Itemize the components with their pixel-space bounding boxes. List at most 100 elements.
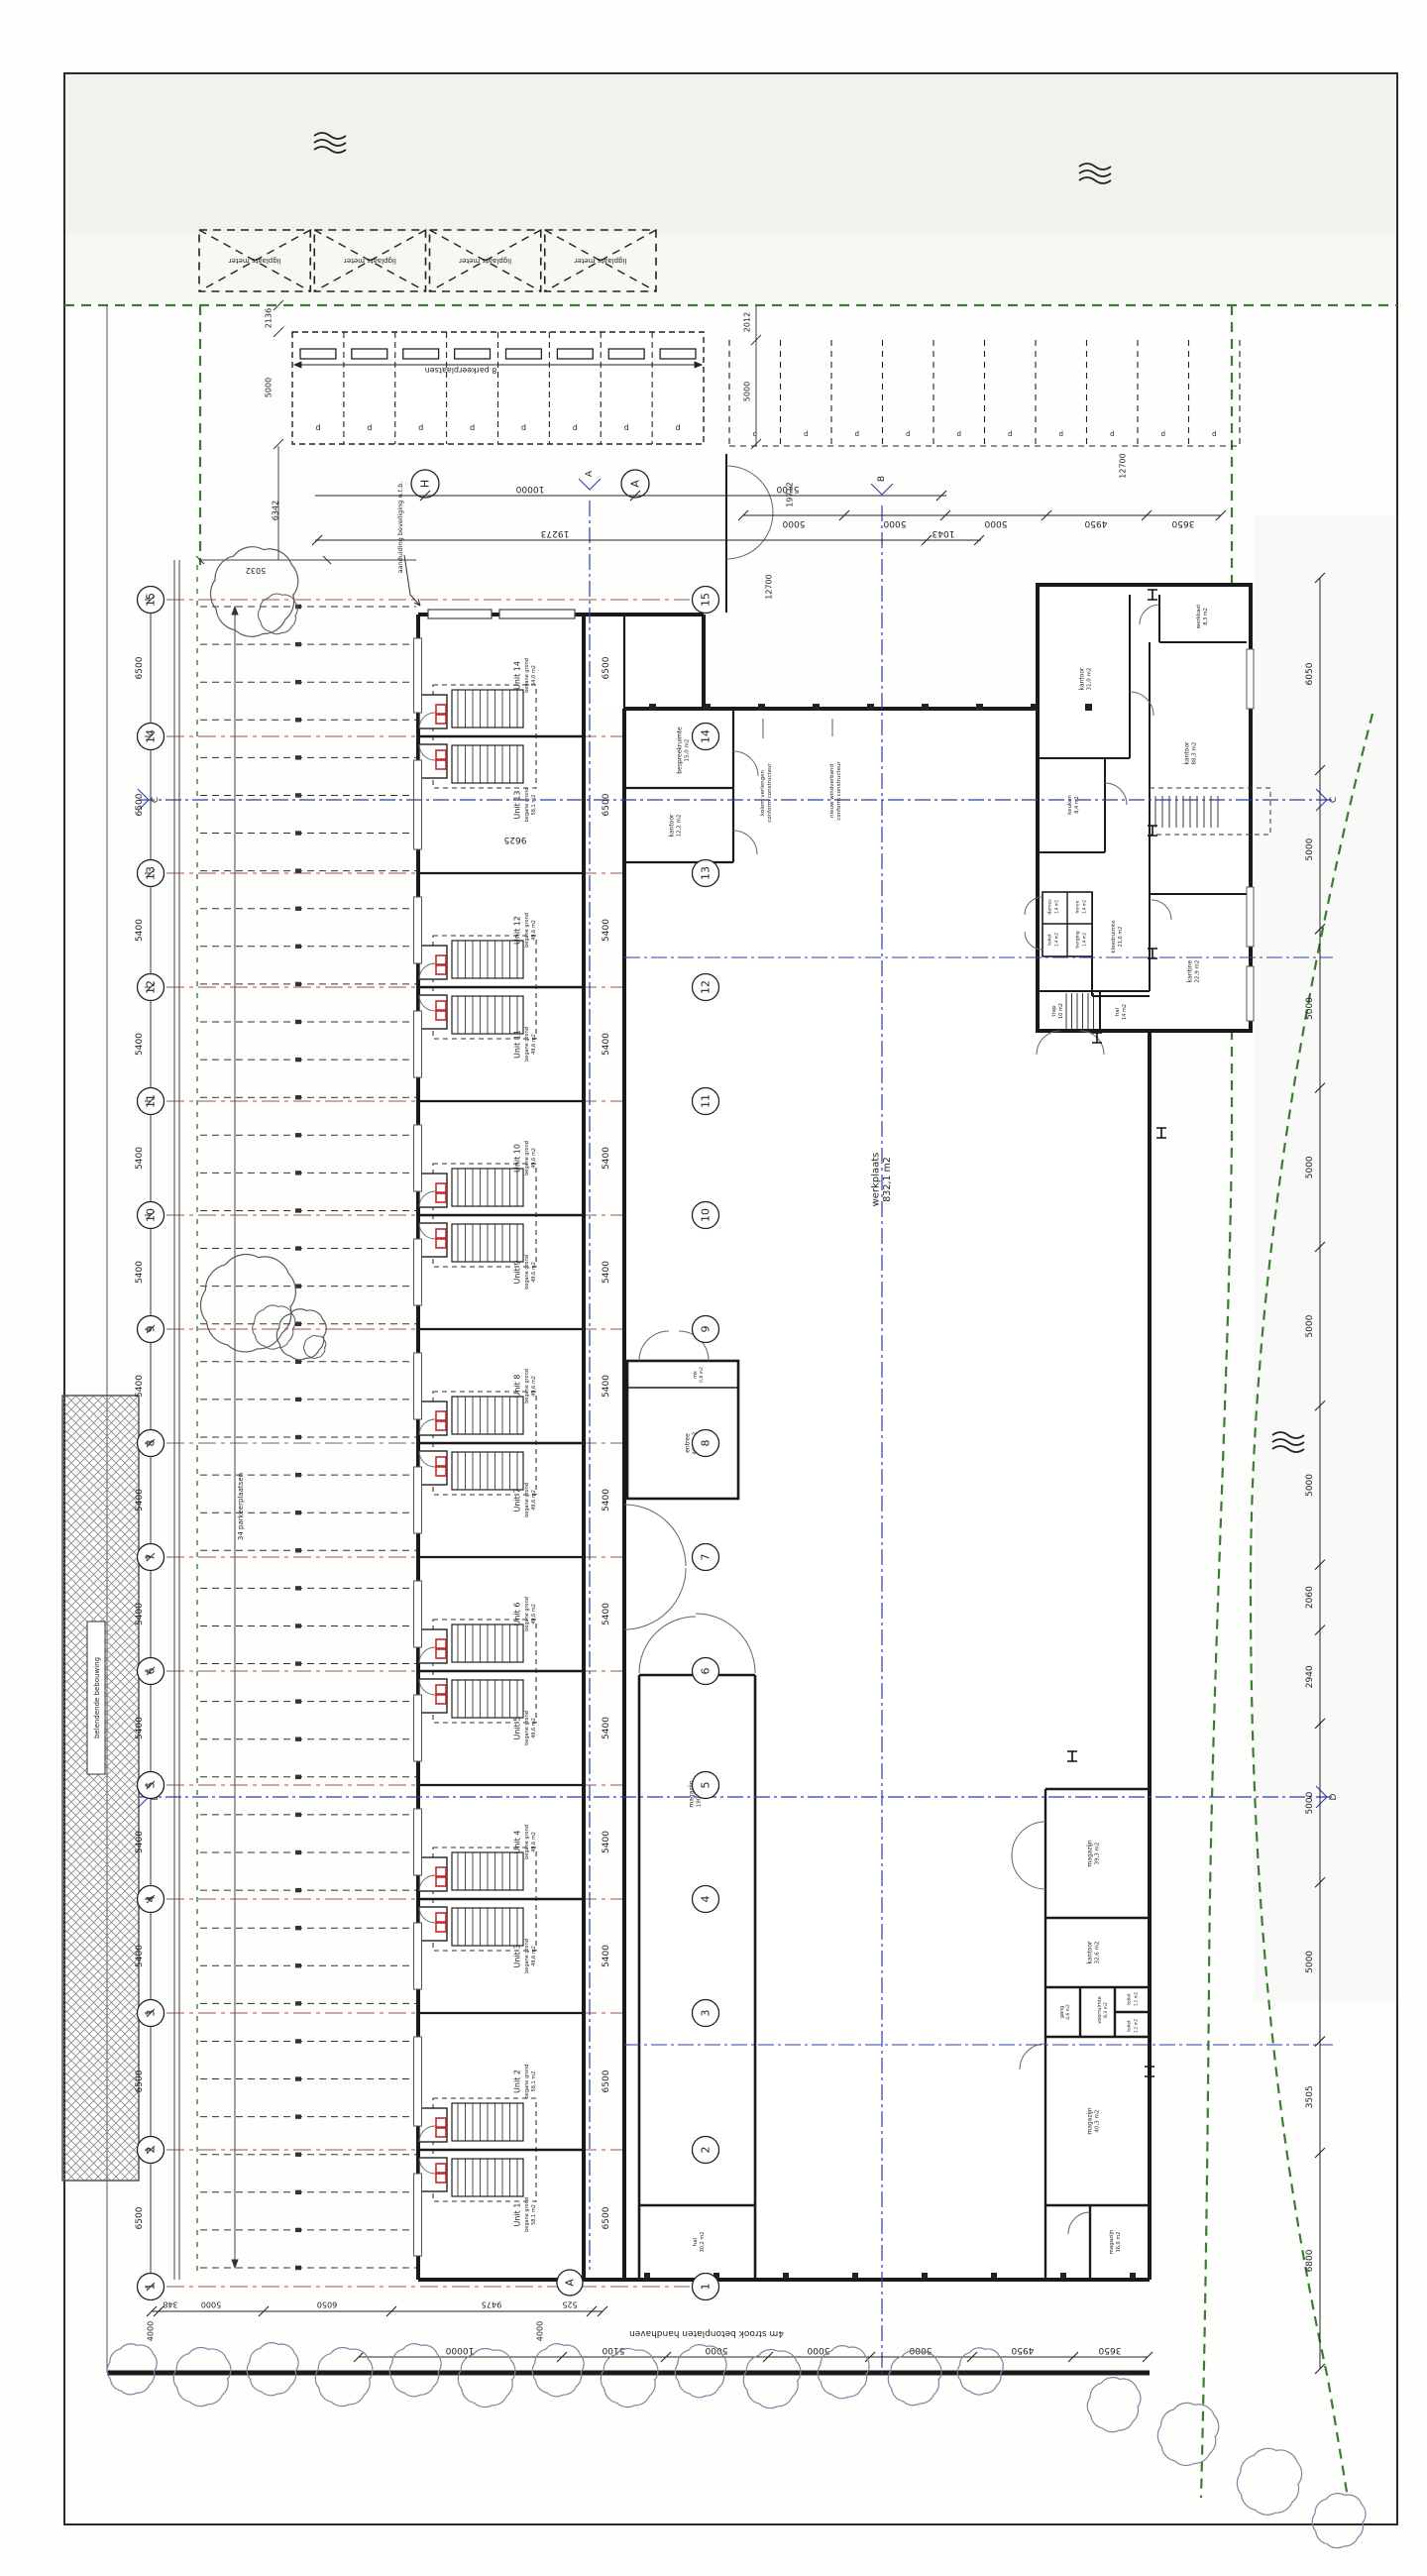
- section-marker: [137, 788, 150, 812]
- unit-area: 49,6 m2: [531, 1148, 537, 1169]
- stall-p: p: [752, 430, 757, 438]
- grid-tick: [145, 1666, 156, 1676]
- wheel-stop: [295, 1434, 301, 1440]
- label-aanduiding: aanduiding beveiliging n.t.b.: [396, 481, 404, 573]
- grid-bubble-mid-6: [691, 1656, 720, 1686]
- wheel-stop: [295, 868, 301, 873]
- dim-tick: [1215, 509, 1227, 521]
- dim-vertical: 2136: [265, 308, 274, 328]
- wheel-stop: [295, 1548, 301, 1553]
- unit-name: Unit 3: [513, 1945, 522, 1968]
- dim-tick: [353, 2351, 365, 2363]
- tree-hedge: [1236, 2447, 1303, 2516]
- grid-bubble-mid-10: [691, 1200, 720, 1230]
- wheel-stop: [295, 1812, 301, 1818]
- unit-area: 49,6 m2: [531, 1262, 537, 1283]
- wc-fixture: [435, 1638, 447, 1649]
- room-name: gang: [1059, 2006, 1065, 2019]
- tree-hedge: [172, 2347, 232, 2408]
- dim-right: 5000: [1305, 997, 1315, 1020]
- pod-door-swing: [418, 1190, 436, 1240]
- column-mark: [1060, 2273, 1066, 2279]
- wheel-stop: [295, 1510, 301, 1515]
- wheel-stop: [295, 1094, 301, 1100]
- grid-tick: [145, 982, 156, 992]
- dim-tick: [737, 509, 749, 521]
- trellis-box: [198, 229, 312, 292]
- garage-door: [351, 348, 388, 360]
- unit-name: Unit 2: [513, 2070, 522, 2093]
- dim-tick: [419, 490, 431, 502]
- dim-ticks-5032: [195, 555, 332, 565]
- unit-floor: begane grond: [524, 1141, 530, 1176]
- toilet-pod: [418, 2157, 448, 2192]
- pod-door-swing: [418, 1874, 436, 1924]
- column-mark: [852, 2273, 858, 2279]
- dim-tick: [1314, 572, 1326, 584]
- grid-dim-inner: 6500: [602, 2070, 611, 2092]
- dim-tick: [153, 2305, 165, 2317]
- i-column: [1067, 1750, 1077, 1762]
- garage-p: p: [624, 424, 629, 433]
- column-mark: [714, 2273, 719, 2279]
- unit-window: [413, 2036, 422, 2127]
- room-name: kleedruimte: [1111, 920, 1117, 953]
- stall-p: p: [1007, 430, 1012, 438]
- pod-door-swing: [418, 1418, 436, 1468]
- grid-letter-label: A: [564, 2279, 577, 2287]
- tree-hedge: [1311, 2493, 1367, 2549]
- head-fill: [584, 615, 704, 709]
- room-name: trap: [1051, 1005, 1057, 1017]
- unit-name: Unit 12: [513, 916, 522, 945]
- garage-door: [504, 348, 543, 360]
- column-mark: [1085, 704, 1092, 711]
- wheel-stop: [295, 981, 301, 987]
- pod-door-swing: [418, 1646, 436, 1696]
- unit-name: Unit 4: [513, 1831, 522, 1854]
- garage-p: p: [470, 424, 475, 433]
- room-name: heren: [1075, 900, 1081, 913]
- site-lines: [61, 303, 1397, 2499]
- entree-block: [625, 1359, 740, 1501]
- dim-tick: [1041, 509, 1052, 521]
- belendende-box: belendende bebouwing: [86, 1621, 106, 1775]
- room-area: 15,0 m2: [685, 739, 691, 762]
- wc-fixture: [435, 2173, 447, 2184]
- wheel-stop: [295, 1963, 301, 1968]
- tree-hedge: [314, 2347, 374, 2408]
- unit-window: [413, 1580, 422, 1648]
- toilet-pod: [418, 1450, 448, 1486]
- grid-dim-left: 6500: [135, 2070, 145, 2092]
- dim-right: 6800: [1305, 2249, 1315, 2272]
- wc-fixture: [435, 704, 447, 715]
- room-area: 22,9 m2: [1195, 960, 1201, 983]
- buildings: [416, 454, 1255, 2282]
- tree-large-inner: [302, 1334, 327, 1359]
- grid-dim-left: 6500: [135, 656, 145, 679]
- wheel-stop: [295, 2152, 301, 2157]
- stair-treads: [457, 941, 518, 978]
- toilet-pod: [418, 743, 448, 779]
- wheel-stop: [295, 679, 301, 685]
- dim-tick: [1314, 1624, 1326, 1636]
- dim-bottom: 10000: [445, 2345, 474, 2355]
- room-name: toilet: [1047, 934, 1053, 946]
- room-name: dames: [1047, 899, 1053, 915]
- stall-p: p: [1109, 430, 1114, 438]
- dim-right: 5000: [1305, 1474, 1315, 1497]
- grid-bubble-label: 13: [700, 866, 713, 880]
- dim-9625: 9625: [504, 835, 527, 844]
- label-parking34: 34 parkeerplaatsen: [237, 1473, 245, 1540]
- room-name: kantine: [1187, 960, 1194, 983]
- room-area: 21,0 m2: [1118, 927, 1124, 948]
- grid-bubble-mid-13: [691, 858, 720, 888]
- unit-name: Unit 1: [513, 2203, 522, 2227]
- room-area: 1,4 m2: [1054, 933, 1059, 948]
- stair-treads: [457, 1908, 518, 1946]
- section-letter-C: C: [1329, 797, 1339, 803]
- dim-parking: 4950: [1084, 518, 1107, 528]
- grid-dim-left: 5400: [135, 1489, 145, 1512]
- parking-extent-line: [231, 605, 239, 2270]
